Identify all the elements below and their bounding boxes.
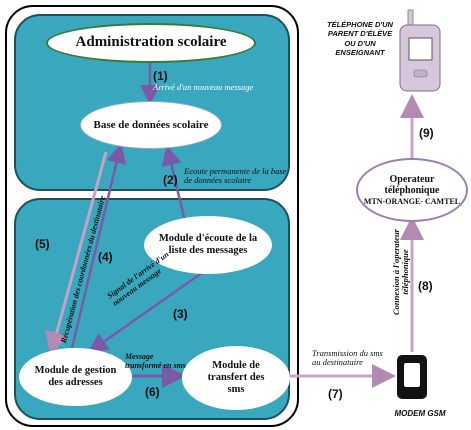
- transfer-module-label-3: sms: [227, 384, 245, 396]
- phone-caption-3: OU D'UN: [344, 38, 376, 48]
- address-module-label-2: des adresses: [48, 377, 103, 388]
- admin-label: Administration scolaire: [75, 34, 227, 51]
- edge-7-label: Transmission du sms au destinataire: [312, 348, 383, 368]
- edge-7-number: (7): [328, 387, 343, 401]
- phone-icon: [399, 9, 441, 92]
- arrow-5: [45, 151, 108, 356]
- listen-module-label-1: Module d'écoute de la: [158, 232, 258, 244]
- edge-2-label-1: Ecoute permanente de la base: [184, 166, 287, 176]
- phone-caption-4: ENSEIGNANT: [335, 48, 385, 58]
- edge-9-number: (9): [419, 126, 434, 140]
- edge-6-label-1: Message: [125, 352, 154, 361]
- transfer-module-node: Module de transfert des sms: [182, 346, 290, 410]
- edge-8-label-2: téléphonique: [400, 249, 411, 295]
- operator-label-2: téléphonique: [384, 185, 440, 197]
- arrow-3: [87, 268, 207, 353]
- operator-label-1: Operateur: [389, 173, 435, 185]
- address-module-node: Module de gestion des adresses: [19, 348, 132, 406]
- edge-8-number: (8): [418, 279, 433, 293]
- listen-module-node: Module d'écoute de la liste des messages: [144, 216, 272, 274]
- edge-1-number: (1): [153, 69, 168, 83]
- arrow-4: [70, 143, 127, 349]
- edge-6-label-2: transformé en sms: [125, 360, 186, 370]
- database-label: Base de données scolaire: [93, 118, 209, 131]
- modem-icon: [397, 355, 427, 399]
- edge-2-label-2: de données scolaire: [184, 175, 252, 186]
- transfer-module-label-1: Module de: [212, 359, 260, 371]
- transfer-module-label-2: transfert des: [207, 371, 265, 383]
- listen-module-label-2: liste des messages: [168, 245, 248, 256]
- phone-caption-2: PARENT D'ÉLÈVE: [327, 29, 393, 39]
- address-module-label-1: Module de gestion: [34, 364, 117, 376]
- database-node: Base de données scolaire: [80, 101, 222, 149]
- edge-2-label: Ecoute permanente de la base de données …: [184, 166, 287, 186]
- arrow-2: [161, 145, 187, 223]
- edge-6-number: (6): [145, 385, 160, 399]
- phone-caption-1: TÉLÉPHONE D'UN: [327, 20, 393, 29]
- edge-4-number: (4): [98, 250, 113, 264]
- edge-6-label: Message transformé en sms: [125, 352, 186, 371]
- operator-node: Operateur téléphonique MTN-ORANGE- CAMTE…: [356, 158, 468, 222]
- modem-caption: MODEM GSM: [394, 409, 446, 418]
- edge-7-label-2: au destinataire: [312, 357, 363, 368]
- edge-5-number: (5): [35, 237, 50, 251]
- edge-3-number: (3): [173, 307, 188, 321]
- edge-8-label: Connexion à l'operateur téléphonique: [391, 216, 411, 328]
- edge-1-label: Arrivé d'un nouveau message: [153, 82, 254, 92]
- edge-7-label-1: Transmission du sms: [312, 348, 383, 358]
- edge-2-number: (2): [163, 173, 178, 187]
- operator-label-3: MTN-ORANGE- CAMTEL: [363, 196, 461, 206]
- phone-caption: TÉLÉPHONE D'UN PARENT D'ÉLÈVE OU D'UN EN…: [318, 20, 402, 58]
- admin-node: Administration scolaire: [46, 23, 256, 63]
